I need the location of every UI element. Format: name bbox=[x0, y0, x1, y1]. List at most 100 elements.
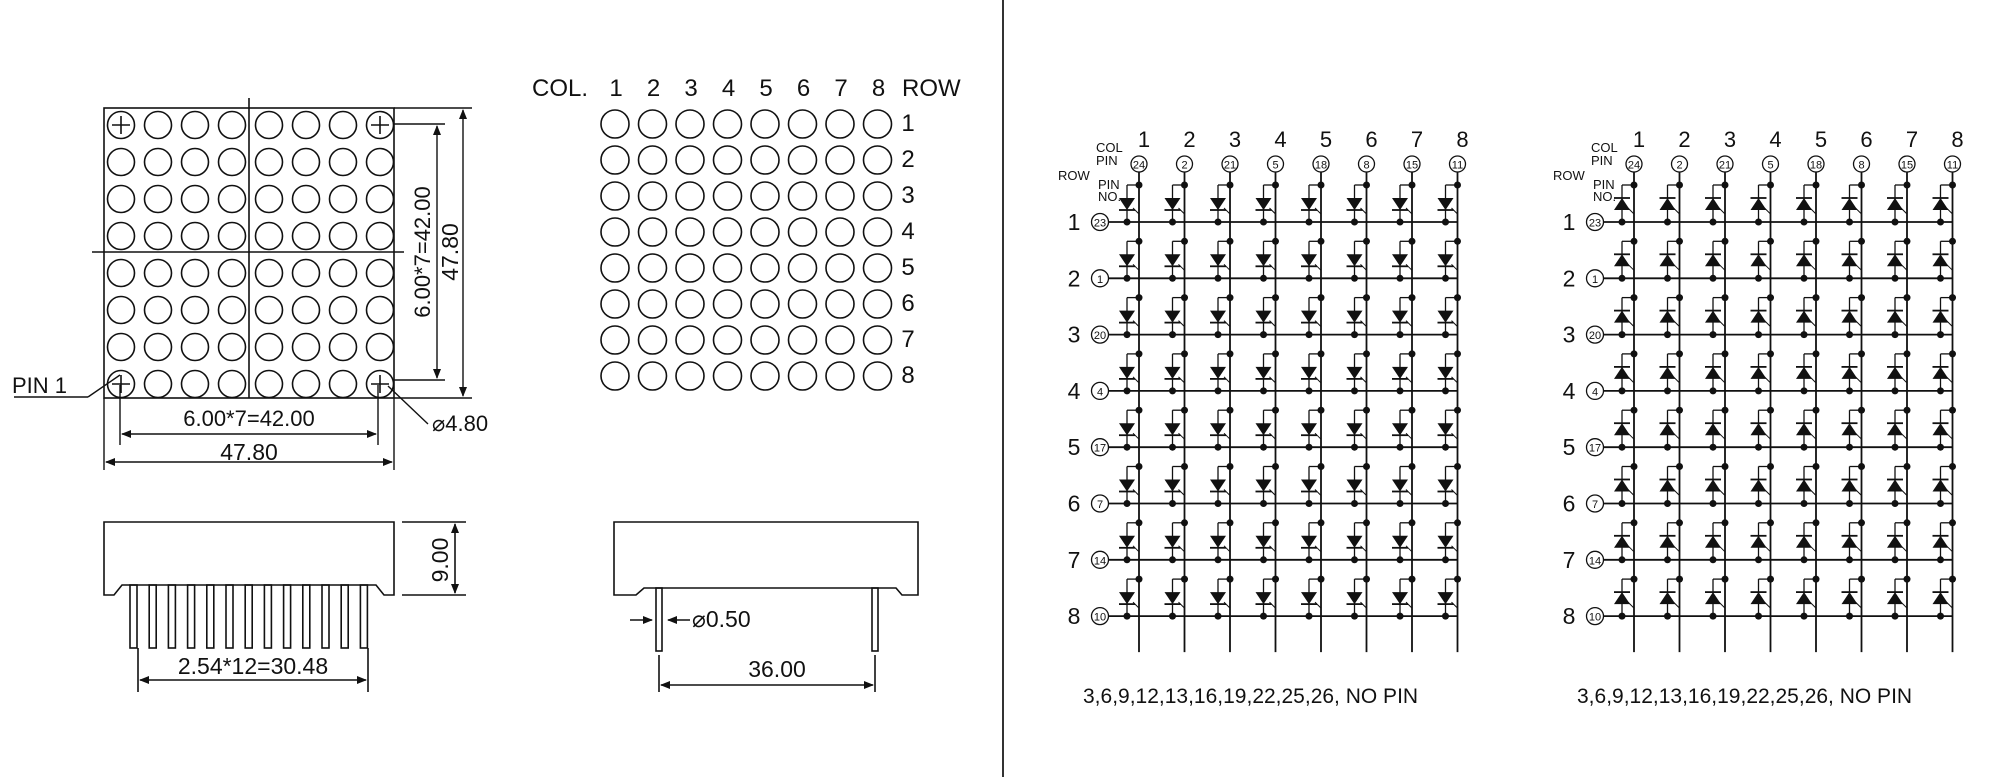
emission-arrow bbox=[1718, 376, 1726, 384]
led-diode-icon bbox=[1437, 254, 1454, 267]
led-diode-icon bbox=[1164, 198, 1181, 210]
junction-dot bbox=[1846, 331, 1853, 339]
junction-dot bbox=[1846, 387, 1853, 395]
junction-dot bbox=[1618, 500, 1626, 507]
emission-arrow bbox=[1405, 432, 1413, 440]
junction-dot bbox=[1709, 218, 1717, 226]
junction-dot bbox=[1709, 500, 1717, 507]
row-pin-circle bbox=[1090, 325, 1110, 344]
layout-dot bbox=[862, 289, 893, 319]
emission-arrow bbox=[1673, 320, 1680, 327]
layout-dot bbox=[825, 289, 855, 319]
emission-arrow bbox=[1718, 320, 1726, 327]
layout-dot bbox=[637, 145, 668, 175]
pin bbox=[167, 584, 177, 649]
junction-dot bbox=[1351, 387, 1358, 395]
row-pin-circle bbox=[1090, 438, 1110, 457]
row-pin-number: 7 bbox=[1592, 499, 1598, 511]
col-pin-number: 15 bbox=[1406, 160, 1418, 172]
junction-dot bbox=[1305, 443, 1313, 451]
led-dot bbox=[106, 332, 136, 362]
led-dot bbox=[254, 147, 284, 177]
junction-dot bbox=[1305, 387, 1313, 395]
led-diode-icon bbox=[1887, 535, 1903, 548]
led-diode-icon bbox=[1392, 366, 1408, 379]
row-pin-circle bbox=[1090, 269, 1110, 288]
schematic-row-number: 5 bbox=[1068, 434, 1081, 460]
row-pin-number: 20 bbox=[1094, 330, 1106, 342]
junction-dot bbox=[1937, 218, 1944, 226]
emission-arrow bbox=[1627, 545, 1635, 553]
led-diode-icon bbox=[1796, 254, 1812, 267]
led-diode-icon bbox=[1841, 479, 1858, 492]
led-diode-icon bbox=[1659, 366, 1676, 379]
junction-dot bbox=[1800, 443, 1808, 451]
pin-header: PIN bbox=[1096, 153, 1118, 168]
led-diode-icon bbox=[1255, 310, 1272, 323]
led-dot bbox=[143, 258, 173, 288]
led-diode-icon bbox=[1614, 535, 1630, 548]
led-diode-icon bbox=[1887, 310, 1903, 323]
layout-dot bbox=[600, 253, 630, 283]
junction-dot bbox=[1305, 500, 1313, 507]
led-dot bbox=[106, 221, 136, 251]
emission-arrow bbox=[1855, 320, 1862, 327]
emission-arrow bbox=[1132, 320, 1140, 327]
led-dot bbox=[217, 258, 247, 288]
led-diode-icon bbox=[1796, 198, 1812, 210]
led-diode-icon bbox=[1301, 310, 1317, 323]
layout-dot bbox=[637, 217, 668, 247]
no-pin-note-1: 3,6,9,12,13,16,19,22,25,26, NO PIN bbox=[1083, 685, 1418, 708]
led-diode-icon bbox=[1301, 366, 1317, 379]
led-diode-icon bbox=[1796, 479, 1812, 492]
layout-dot bbox=[862, 361, 893, 391]
emission-arrow bbox=[1132, 601, 1140, 609]
emission-arrow bbox=[1360, 320, 1367, 327]
junction-dot bbox=[1618, 274, 1626, 282]
emission-arrow bbox=[1132, 432, 1140, 440]
row-pin-number: 23 bbox=[1589, 218, 1601, 230]
led-diode-icon bbox=[1210, 479, 1226, 492]
led-diode-icon bbox=[1164, 310, 1181, 323]
led-dot bbox=[291, 332, 321, 362]
row-pin-circle bbox=[1090, 606, 1110, 626]
pin1-leader-diagonal bbox=[87, 374, 121, 398]
junction-dot bbox=[1937, 443, 1944, 451]
front-dimensions bbox=[14, 107, 472, 470]
emission-arrow bbox=[1855, 376, 1862, 384]
emission-arrow bbox=[1132, 263, 1140, 271]
junction-dot bbox=[1123, 500, 1131, 507]
led-diode-icon bbox=[1705, 479, 1721, 492]
right-pin bbox=[871, 587, 879, 652]
layout-row-number: 2 bbox=[901, 146, 914, 173]
emission-arrow bbox=[1809, 376, 1817, 384]
led-diode-icon bbox=[1119, 479, 1135, 492]
junction-dot bbox=[1664, 331, 1671, 339]
schematic-col-number: 3 bbox=[1229, 127, 1241, 152]
junction-dot bbox=[1214, 556, 1222, 564]
junction-dot bbox=[1169, 218, 1176, 226]
col-header: COL bbox=[1591, 140, 1618, 155]
schematic-col-number: 1 bbox=[1138, 127, 1150, 152]
junction-dot bbox=[1351, 556, 1358, 564]
row-header: ROW bbox=[1553, 168, 1586, 183]
emission-arrow bbox=[1855, 489, 1862, 496]
dot-dia-label: ⌀4.80 bbox=[432, 411, 488, 436]
led-diode-icon bbox=[1164, 535, 1181, 548]
junction-dot bbox=[1214, 612, 1222, 620]
no-header: NO. bbox=[1098, 189, 1121, 204]
layout-dot bbox=[787, 181, 818, 211]
schematic-col-number: 4 bbox=[1769, 127, 1781, 152]
led-diode-icon bbox=[1841, 423, 1858, 436]
layout-dot bbox=[787, 325, 818, 355]
led-diode-icon bbox=[1119, 592, 1135, 605]
junction-dot bbox=[1664, 500, 1671, 507]
junction-dot bbox=[1214, 443, 1222, 451]
emission-arrow bbox=[1223, 263, 1231, 271]
schematic-row-number: 4 bbox=[1563, 378, 1576, 404]
led-dot bbox=[217, 369, 247, 399]
led-dot bbox=[180, 369, 210, 399]
led-diode-icon bbox=[1210, 366, 1226, 379]
